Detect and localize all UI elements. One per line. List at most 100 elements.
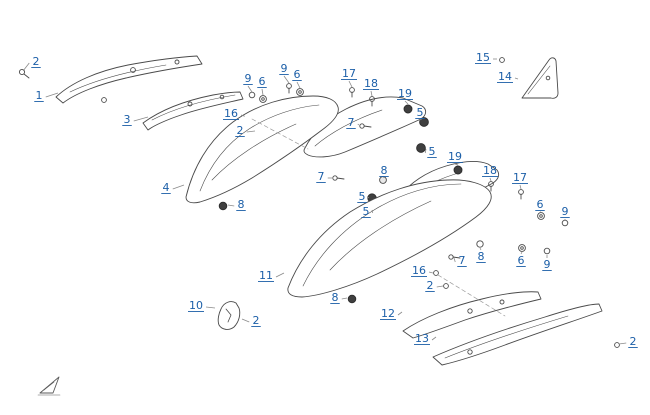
callout-18[interactable]: 18 [482,164,498,182]
callout-4[interactable]: 4 [161,181,185,194]
callout-9[interactable]: 9 [560,205,570,220]
part-number[interactable]: 6 [537,198,544,211]
callout-3[interactable]: 3 [122,113,149,126]
part-number[interactable]: 8 [381,164,388,177]
washer [379,176,387,184]
part-number[interactable]: 15 [476,51,490,64]
callout-16[interactable]: 16 [411,264,434,277]
part-number[interactable]: 7 [459,254,466,267]
bolt [448,254,461,260]
part-number[interactable]: 1 [36,89,43,102]
part-number[interactable]: 16 [224,107,238,120]
part-number[interactable]: 5 [359,190,366,203]
part-number[interactable]: 17 [342,67,356,80]
callout-17[interactable]: 17 [341,67,357,88]
bolt [359,123,372,129]
part-number[interactable]: 18 [483,164,497,177]
part-number[interactable]: 8 [238,198,245,211]
callout-8[interactable]: 8 [379,164,389,179]
callout-19[interactable]: 19 [447,150,463,166]
fairing-left [185,95,339,204]
callout-2[interactable]: 2 [22,55,41,72]
callout-17[interactable]: 17 [512,171,528,190]
callout-14[interactable]: 14 [497,70,519,83]
callout-7[interactable]: 7 [346,116,360,129]
part-number[interactable]: 19 [398,87,412,100]
part-number[interactable]: 13 [415,332,429,345]
leader-line [489,177,492,182]
callout-5[interactable]: 5 [361,205,374,218]
callout-2[interactable]: 2 [618,335,638,348]
callout-6[interactable]: 6 [535,198,545,213]
part-number[interactable]: 7 [318,170,325,183]
part-number[interactable]: 11 [259,269,273,282]
part-number[interactable]: 2 [630,335,637,348]
callout-9[interactable]: 9 [279,62,290,84]
part-number[interactable]: 3 [124,113,131,126]
part-number[interactable]: 4 [163,181,170,194]
callout-11[interactable]: 11 [258,269,285,282]
fastener-screw [18,68,30,79]
callout-7[interactable]: 7 [453,254,467,267]
callout-2[interactable]: 2 [241,314,261,327]
callout-13[interactable]: 13 [414,332,437,345]
callout-7[interactable]: 7 [316,170,332,183]
part-number[interactable]: 5 [417,106,424,119]
callout-9[interactable]: 9 [243,72,253,93]
part-number[interactable]: 10 [189,299,203,312]
callout-18[interactable]: 18 [363,77,379,97]
part-number[interactable]: 18 [364,77,378,90]
part-number[interactable]: 14 [498,70,512,83]
callout-16[interactable]: 16 [223,107,248,120]
leader-line [514,77,519,80]
part-number[interactable]: 5 [363,205,370,218]
callout-2[interactable]: 2 [425,279,444,292]
part-number[interactable]: 2 [237,124,244,137]
part-number[interactable]: 2 [33,55,40,68]
callout-6[interactable]: 6 [516,251,526,267]
callout-8[interactable]: 8 [227,198,246,211]
part-number[interactable]: 7 [348,116,355,129]
panel-side-cover-left [55,55,203,104]
part-number[interactable]: 9 [562,205,569,218]
part-number[interactable]: 8 [332,291,339,304]
leader-line [428,271,434,274]
part-number[interactable]: 16 [412,264,426,277]
leader-line [172,184,185,190]
part-number[interactable]: 17 [513,171,527,184]
callout-1[interactable]: 1 [34,89,59,102]
callout-8[interactable]: 8 [476,247,486,263]
part-number[interactable]: 9 [245,72,252,85]
part-number[interactable]: 6 [518,254,525,267]
callout-6[interactable]: 6 [292,68,302,89]
part-number[interactable]: 9 [281,62,288,75]
callout-15[interactable]: 15 [475,51,497,64]
part-number[interactable]: 6 [259,75,266,88]
callout-2[interactable]: 2 [235,124,256,137]
callout-6[interactable]: 6 [257,75,267,96]
part-number[interactable]: 2 [427,279,434,292]
part-number[interactable]: 12 [381,307,395,320]
part-number[interactable]: 19 [448,150,462,163]
part-number[interactable]: 2 [253,314,260,327]
callout-9[interactable]: 9 [542,255,552,271]
leader-line [275,272,285,278]
bracket-upper [303,87,427,158]
part-number[interactable]: 6 [294,68,301,81]
fastener-set-top [248,83,304,103]
part-number[interactable]: 9 [544,258,551,271]
callout-5[interactable]: 5 [424,145,437,158]
leader-line [261,88,264,96]
callout-12[interactable]: 12 [380,307,403,320]
leader-line [246,130,256,133]
callout-8[interactable]: 8 [330,291,348,304]
callout-19[interactable]: 19 [397,87,413,105]
callout-5[interactable]: 5 [357,190,370,203]
callout-5[interactable]: 5 [415,106,425,121]
part-number[interactable]: 5 [429,145,436,158]
part-number[interactable]: 8 [478,250,485,263]
callout-10[interactable]: 10 [188,299,216,312]
